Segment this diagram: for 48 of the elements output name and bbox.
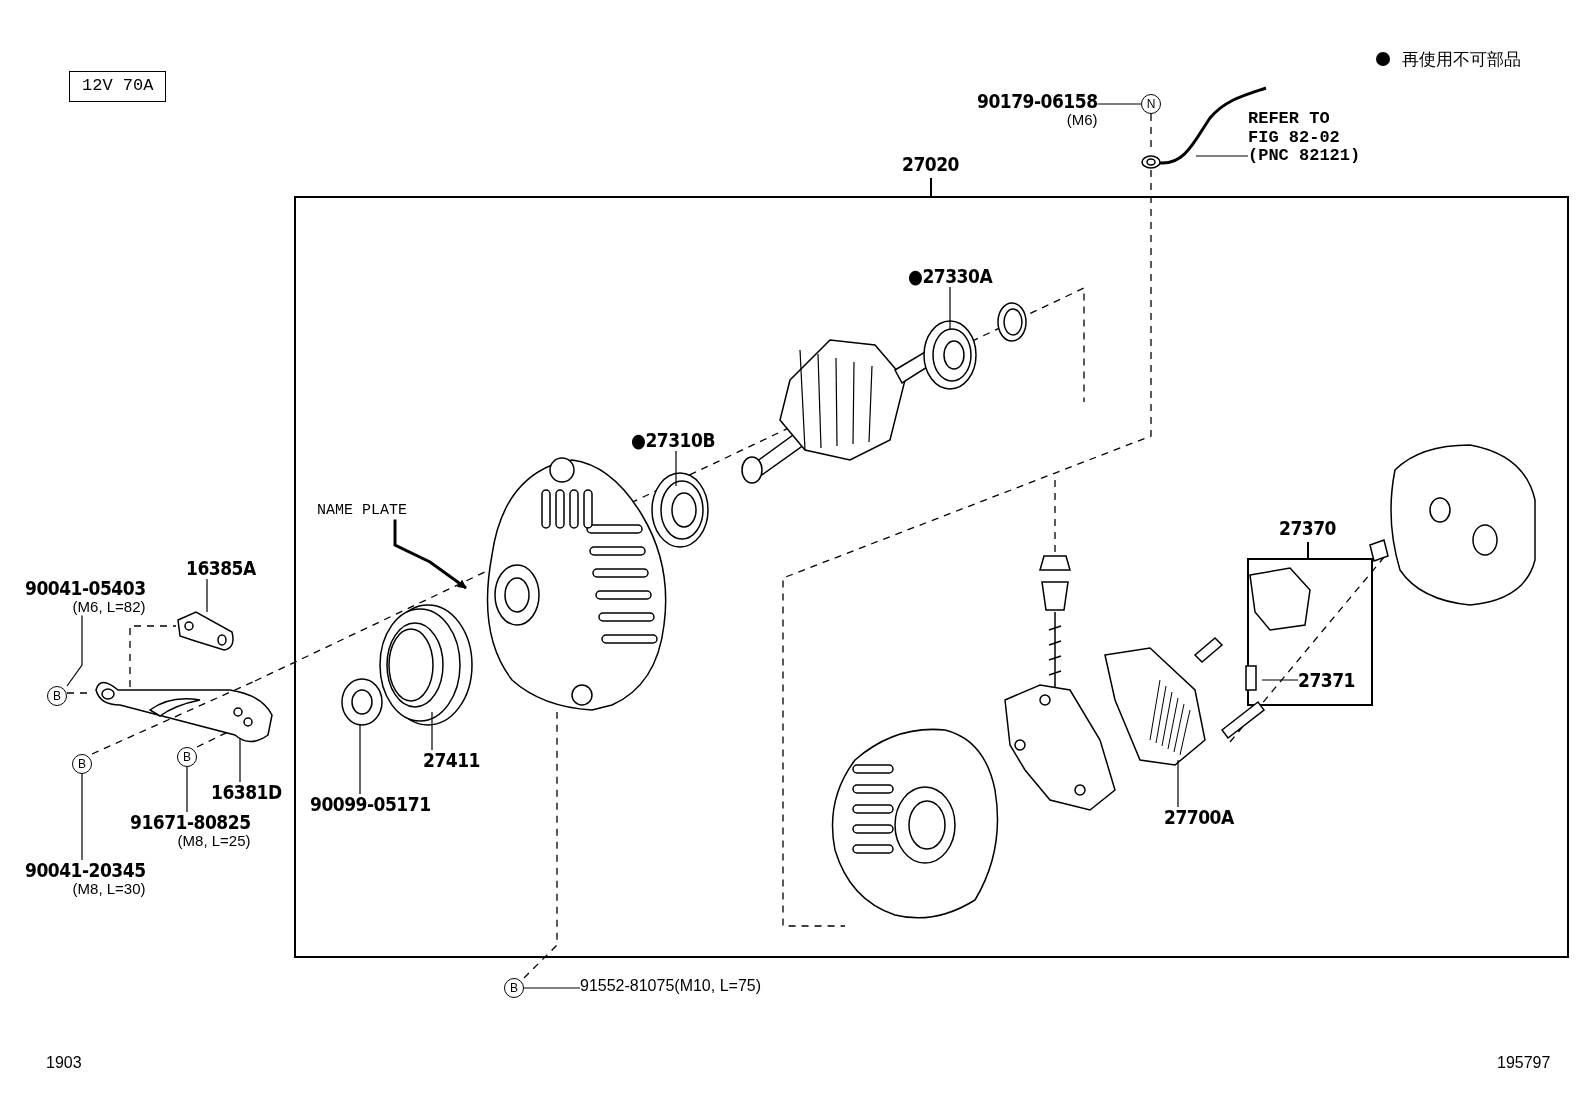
leader-line [949,286,951,331]
leader-line [523,987,581,989]
part-spec: (M8, L=30) [71,880,146,898]
circled-letter: B [177,747,197,767]
leader-line [186,766,188,813]
circled-letter: B [504,978,524,998]
part-number: 27411 [423,750,480,771]
circled-letter: N [1141,94,1161,114]
part-number: 90179-06158 [977,91,1098,112]
part-spec: (M6, L=82) [71,598,146,616]
callout-text: NAME PLATE [317,503,407,520]
part-number: ●27310B [631,430,715,451]
arrow [393,519,467,590]
part-number: 90041-05403 [25,578,146,599]
part-number: 90041-20345 [25,860,146,881]
leader-line [675,450,677,487]
leader-line [1195,155,1249,157]
leader-line [239,737,241,783]
leader-line [1261,679,1299,681]
part-number: 91552-81075(M10, L=75) [580,977,762,995]
leader-line [206,578,208,613]
leader-line [1177,759,1179,808]
part-number: ●27330A [908,266,993,287]
leader-line [81,773,83,861]
figure-number: 195797 [1497,1054,1551,1072]
leader-line [359,723,361,795]
part-number: 16381D [211,782,282,803]
spec-box: 12V 70A [69,71,167,102]
part-number: 27371 [1298,670,1355,691]
part-number: 27370 [1279,518,1336,539]
part-number: 91671-80825 [130,812,251,833]
note-text: REFER TO FIG 82-02 (PNC 82121) [1248,110,1366,167]
leader-line [431,711,433,751]
part-spec: (M6) [1065,111,1098,129]
part-number: 16385A [186,558,256,579]
alignment-line [1150,113,1152,150]
part-spec: (M8, L=25) [176,832,251,850]
part-number: 27700A [1164,807,1234,828]
leader-line [66,614,83,687]
sheet-number: 1903 [46,1054,82,1072]
alignment-line [91,680,256,755]
part-number: 90099-05171 [310,794,431,815]
part-number: 27020 [902,154,959,175]
circled-letter: B [47,686,67,706]
leader-line [1096,103,1142,105]
alignment-line [523,711,558,979]
circled-letter: B [72,754,92,774]
legend-text: 再使用不可部品 [1402,48,1521,71]
